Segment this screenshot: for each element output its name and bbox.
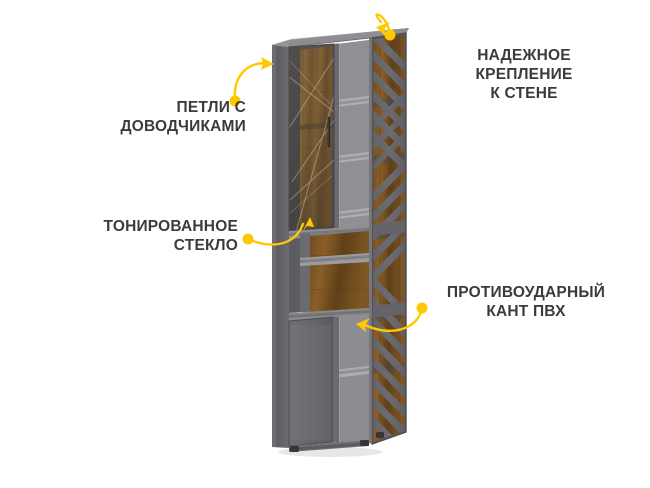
glass-door xyxy=(289,44,334,231)
arrowhead-pvc-edge xyxy=(356,318,370,332)
foot-right xyxy=(360,440,369,446)
connector-pvc-edge xyxy=(363,306,424,333)
callout-label-tinted-glass: ТОНИРОВАННОЕ СТЕКЛО xyxy=(103,218,238,254)
callout-label-pvc-edge: ПРОТИВОУДАРНЫЙ КАНТ ПВХ xyxy=(446,284,606,320)
lattice-side-panel xyxy=(372,33,406,444)
open-niche-middle xyxy=(300,231,369,312)
arrowhead-tinted-glass xyxy=(303,217,314,231)
side-panel-front-edge xyxy=(369,38,372,444)
dot-hinges xyxy=(229,95,241,107)
dot-tinted-glass xyxy=(242,233,254,245)
foot-rear-right xyxy=(376,432,384,438)
dot-pvc-edge xyxy=(416,302,428,314)
arrowhead-wall-mount xyxy=(376,22,390,36)
glass-door-frame xyxy=(288,43,335,232)
callout-label-hinges: ПЕТЛИ С ДОВОДЧИКАМИ xyxy=(120,99,246,135)
foot-left xyxy=(290,446,299,452)
connector-tinted-glass xyxy=(246,222,305,246)
solid-door-lower xyxy=(289,317,333,446)
dot-wall-mount xyxy=(384,29,396,41)
arrowhead-hinges xyxy=(261,57,274,70)
callout-label-wall-mount: НАДЕЖНОЕ КРЕПЛЕНИЕ К СТЕНЕ xyxy=(475,47,573,102)
niche-left-face xyxy=(289,238,300,313)
open-shelf-upper xyxy=(336,40,369,230)
left-side-panel xyxy=(272,45,289,448)
